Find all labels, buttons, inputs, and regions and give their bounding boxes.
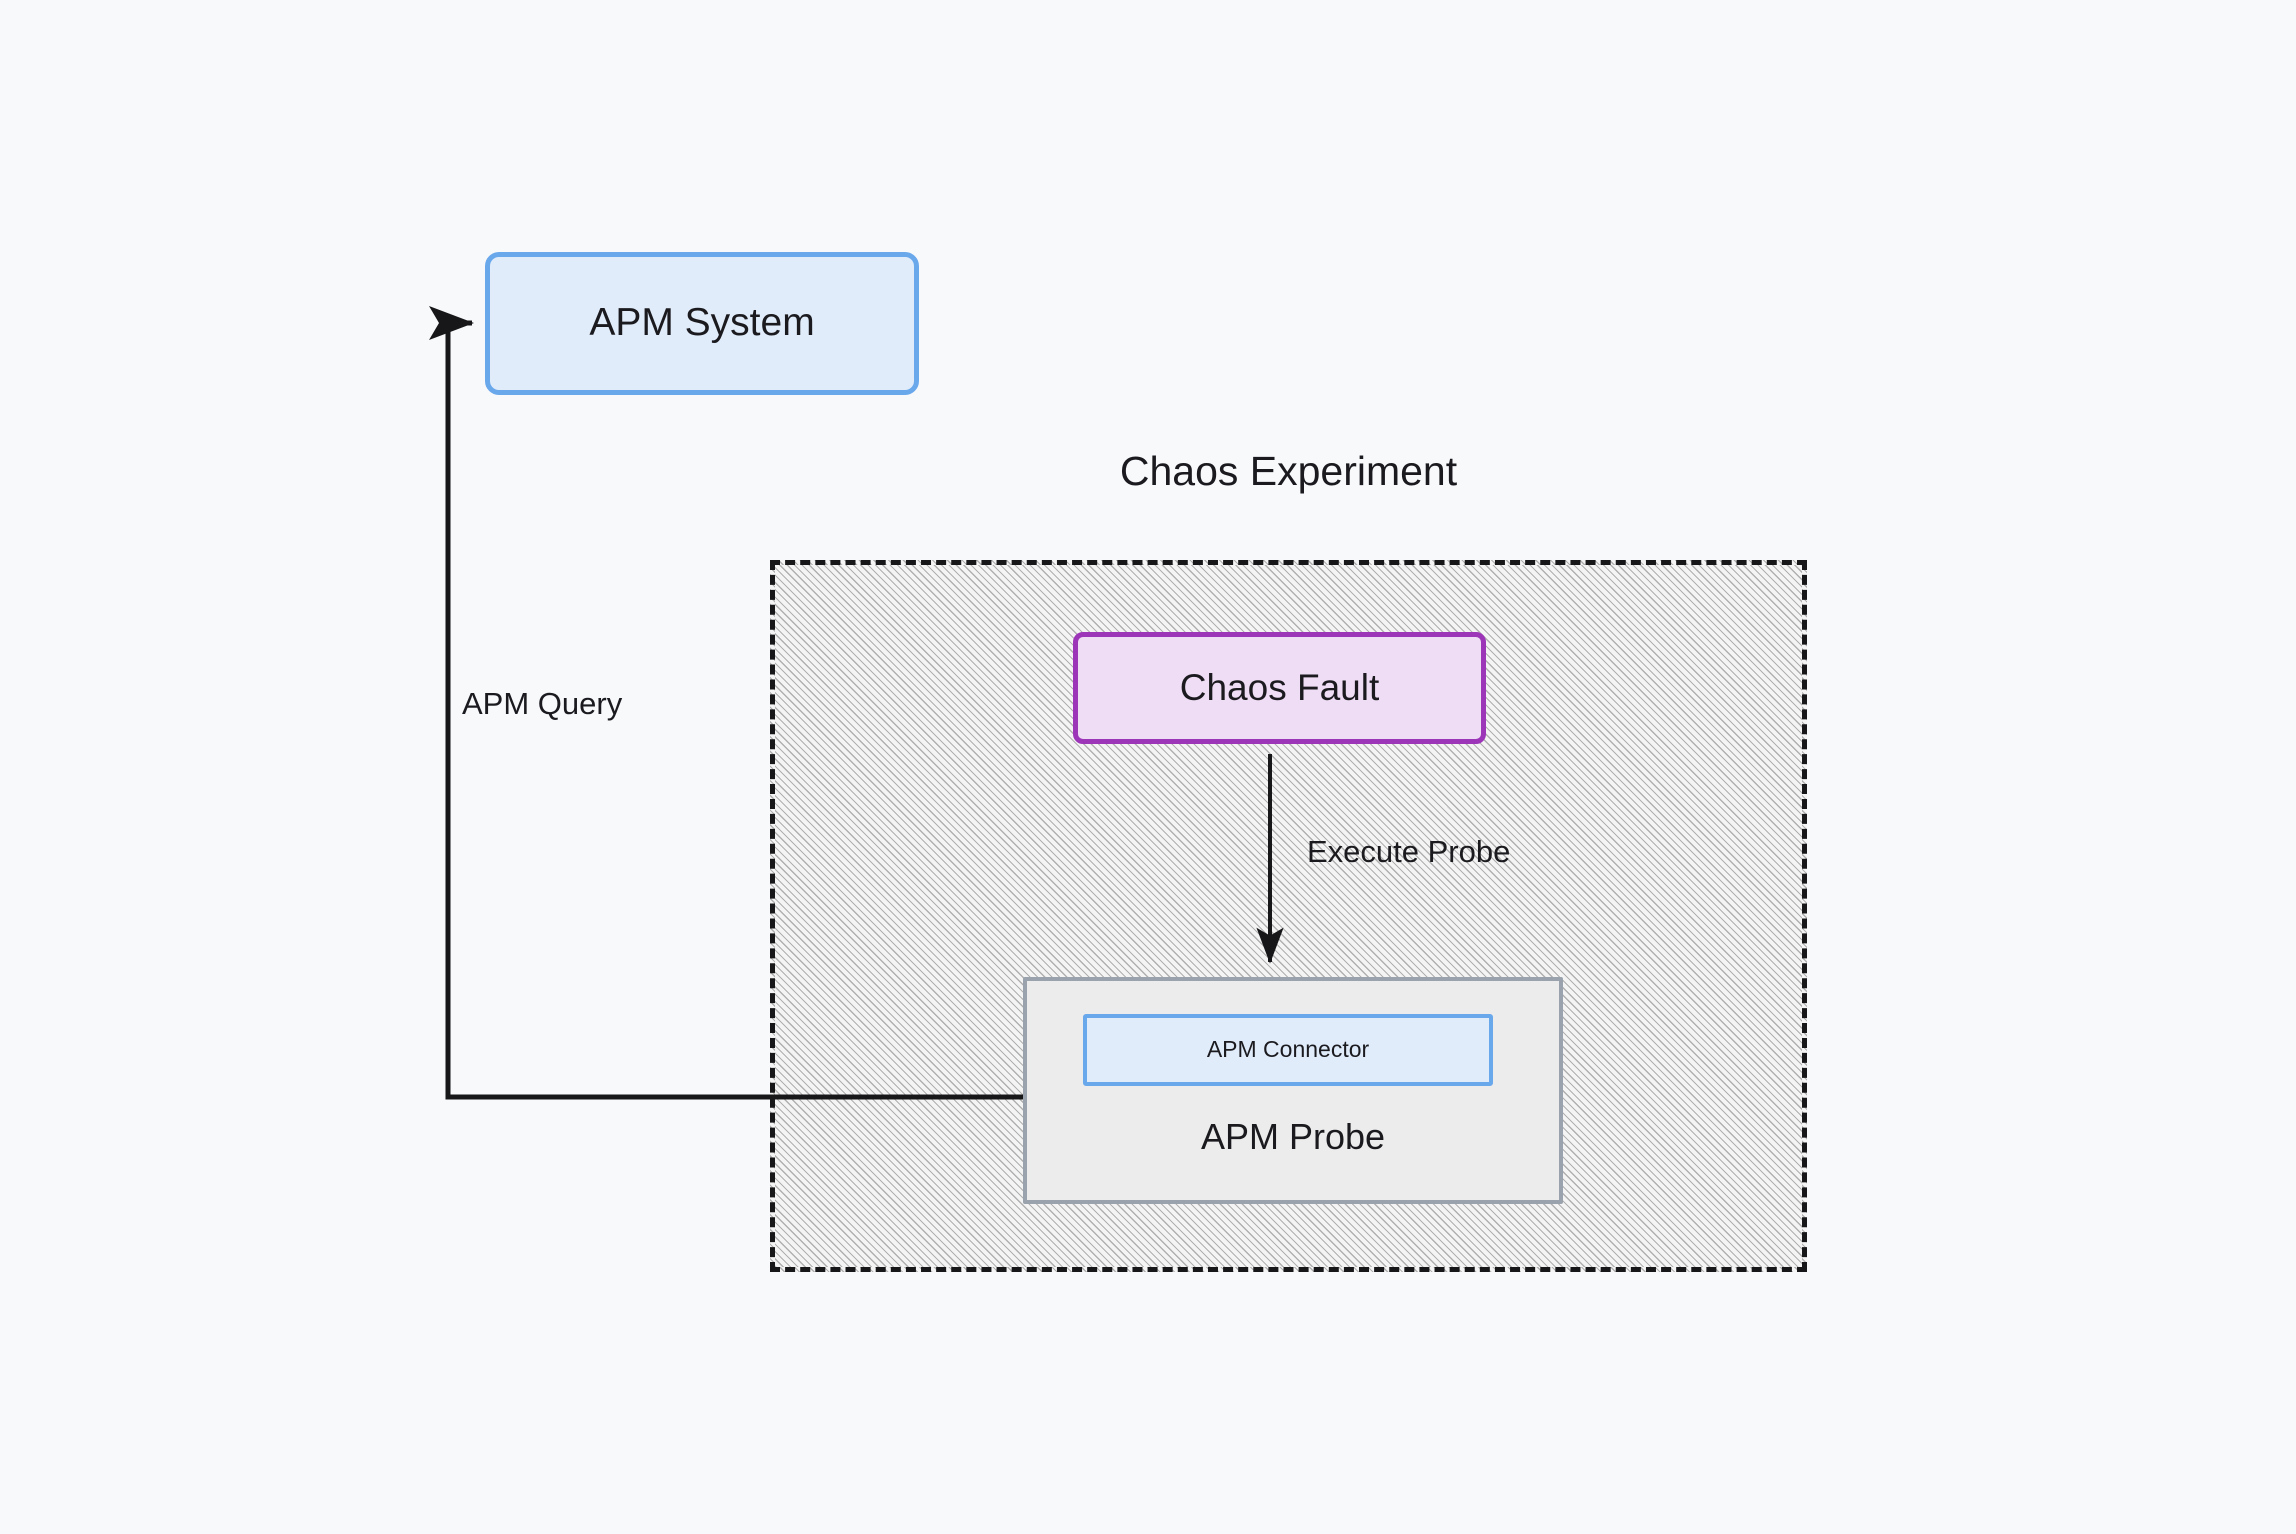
node-apm-system-label: APM System — [589, 301, 815, 345]
edge-label-apm-query: APM Query — [462, 686, 623, 721]
node-apm-connector[interactable]: APM Connector — [1083, 1014, 1493, 1086]
edge-label-execute-probe: Execute Probe — [1307, 834, 1511, 869]
node-apm-connector-label: APM Connector — [1206, 1036, 1370, 1063]
node-chaos-fault[interactable]: Chaos Fault — [1073, 632, 1486, 744]
node-apm-system[interactable]: APM System — [485, 252, 919, 395]
node-apm-probe[interactable]: APM Connector APM Probe — [1023, 977, 1563, 1204]
chaos-experiment-title: Chaos Experiment — [1119, 448, 1458, 494]
node-apm-probe-label: APM Probe — [1200, 1116, 1386, 1157]
node-chaos-fault-label: Chaos Fault — [1179, 666, 1380, 708]
